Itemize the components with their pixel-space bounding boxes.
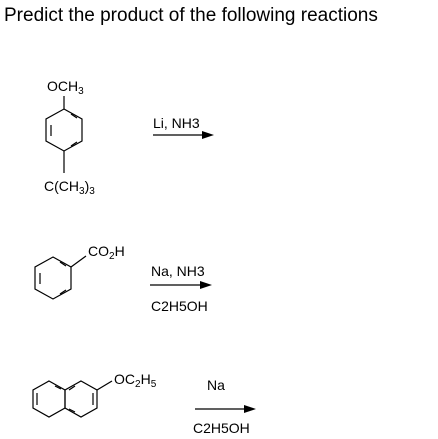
reagent-2-below: C2H5OH — [151, 298, 208, 314]
bond-ethoxy — [96, 380, 113, 391]
arrowhead-1 — [202, 131, 214, 139]
reagent-3-above: Na — [207, 377, 225, 393]
benzene-ring-2 — [34, 256, 72, 300]
reagent-3-below: C2H5OH — [193, 420, 250, 436]
naphthalene-ring — [32, 380, 98, 418]
reagent-1-above: Li, NH3 — [153, 115, 200, 131]
bond-carboxyl — [70, 255, 87, 268]
reagent-2-above: Na, NH3 — [151, 263, 205, 279]
ethoxy-label: OC2H5 — [114, 371, 157, 390]
carboxyl-label: CO2H — [88, 243, 125, 262]
tert-butyl-label: C(CH3)3 — [44, 178, 95, 197]
methoxy-label: OCH3 — [47, 78, 84, 97]
arrowhead-2 — [200, 281, 212, 289]
benzene-ring-1 — [45, 108, 83, 152]
question-title: Predict the product of the following rea… — [4, 5, 378, 26]
arrowhead-3 — [244, 405, 256, 413]
